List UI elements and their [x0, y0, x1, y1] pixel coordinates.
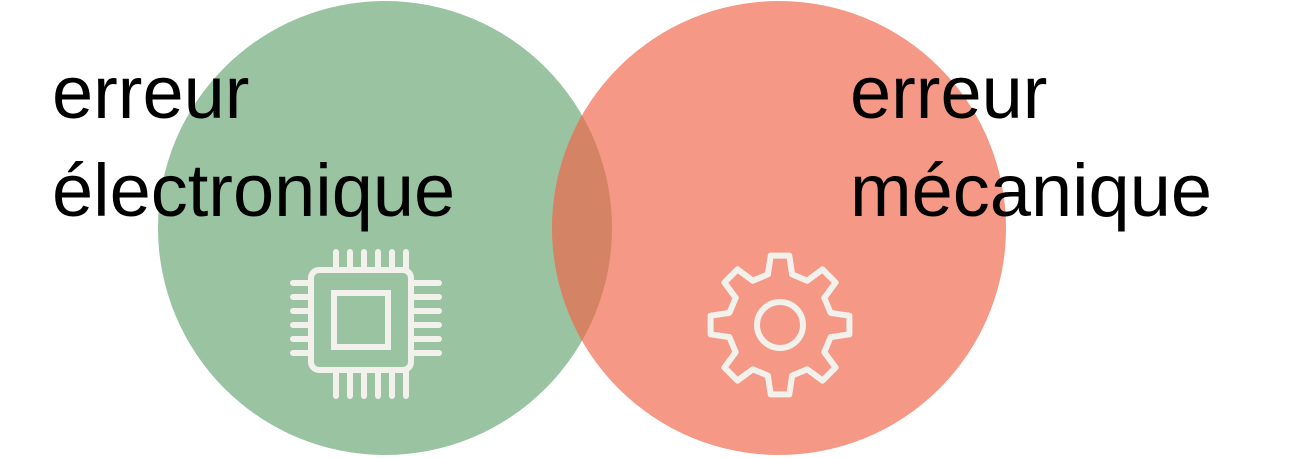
mechanical-error-label: erreur mécanique — [850, 51, 1212, 232]
cpu-chip-icon — [290, 249, 442, 399]
gear-icon — [707, 252, 853, 398]
mechanical-error-label-line-1: erreur — [850, 51, 1047, 134]
electronic-error-label-line-1: erreur — [52, 51, 249, 134]
mechanical-error-circle — [552, 1, 1006, 455]
electronic-error-label-line-2: électronique — [52, 149, 455, 232]
mechanical-error-label-line-2: mécanique — [850, 149, 1212, 232]
electronic-error-circle — [158, 1, 612, 455]
electronic-error-label: erreur électronique — [52, 51, 455, 232]
